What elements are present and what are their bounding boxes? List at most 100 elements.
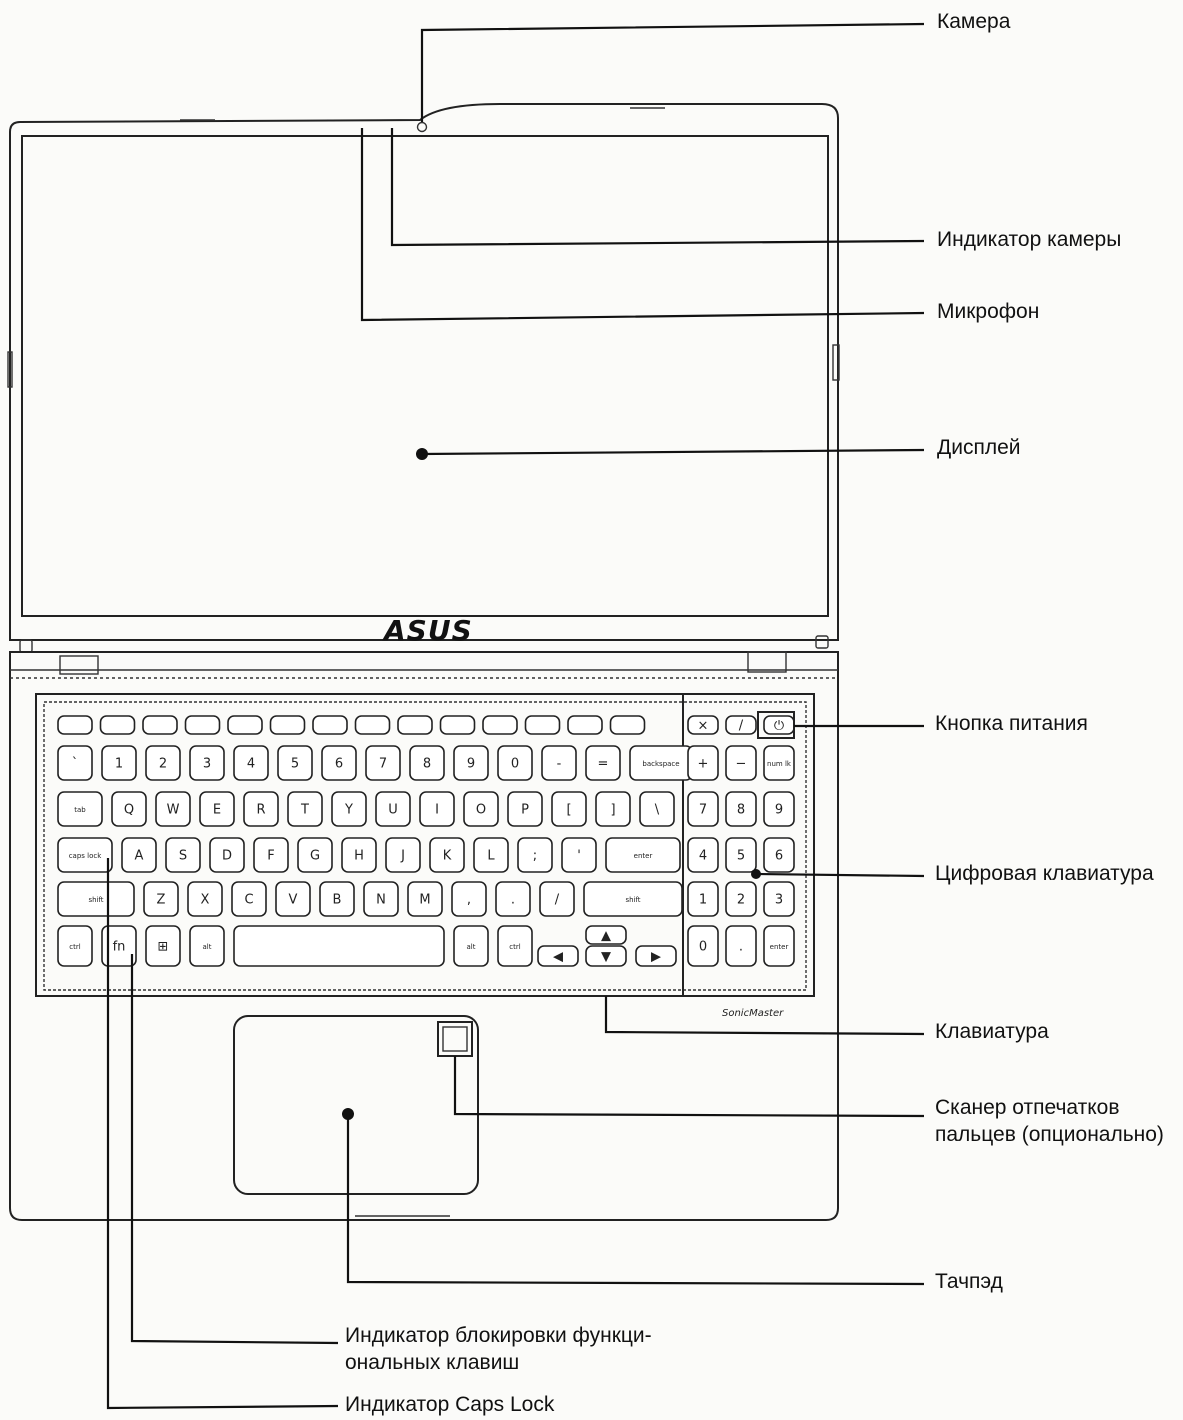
key-num-8[interactable]	[409, 745, 445, 781]
key-home-3-label: D	[222, 849, 232, 864]
numpad-key-0-1[interactable]	[725, 715, 757, 735]
numpad-key-2-2[interactable]	[763, 791, 795, 827]
function-key-13[interactable]	[567, 715, 603, 735]
key-home-0[interactable]	[57, 837, 113, 873]
key-home-7[interactable]	[385, 837, 421, 873]
function-key-12[interactable]	[524, 715, 561, 735]
key-num-5[interactable]	[277, 745, 313, 781]
key-home-2[interactable]	[165, 837, 201, 873]
key-qwerty-11[interactable]	[551, 791, 587, 827]
numpad-key-4-1[interactable]	[725, 881, 757, 917]
label-display: Дисплей	[937, 436, 1021, 459]
key-num-12[interactable]	[585, 745, 621, 781]
key-shift-4[interactable]	[275, 881, 311, 917]
numpad-key-5-2[interactable]	[763, 925, 795, 967]
numpad-key-1-2[interactable]	[763, 745, 795, 781]
key-bottom-2[interactable]	[145, 925, 181, 967]
key-qwerty-7[interactable]	[375, 791, 411, 827]
key-shift-9[interactable]	[495, 881, 531, 917]
key-qwerty-12[interactable]	[595, 791, 631, 827]
numpad-key-0-0[interactable]	[687, 715, 719, 735]
key-num-0[interactable]	[57, 745, 93, 781]
key-bottom-6[interactable]	[497, 925, 533, 967]
numpad-key-5-1[interactable]	[725, 925, 757, 967]
numpad-key-1-1[interactable]	[725, 745, 757, 781]
key-shift-5[interactable]	[319, 881, 355, 917]
key-spacebar[interactable]	[233, 925, 445, 967]
key-bottom-3[interactable]	[189, 925, 225, 967]
key-bottom-1[interactable]	[101, 925, 137, 967]
key-shift-10[interactable]	[539, 881, 575, 917]
key-home-5[interactable]	[297, 837, 333, 873]
key-num-6-label: 6	[335, 757, 343, 772]
function-key-2[interactable]	[99, 715, 136, 735]
key-shift-11[interactable]	[583, 881, 683, 917]
key-bottom-5[interactable]	[453, 925, 489, 967]
key-num-9[interactable]	[453, 745, 489, 781]
key-shift-7[interactable]	[407, 881, 443, 917]
key-qwerty-6[interactable]	[331, 791, 367, 827]
key-arrow-left[interactable]	[537, 945, 579, 967]
numpad-key-2-1[interactable]	[725, 791, 757, 827]
key-qwerty-1[interactable]	[111, 791, 147, 827]
key-shift-6[interactable]	[363, 881, 399, 917]
key-shift-1[interactable]	[143, 881, 179, 917]
key-qwerty-13[interactable]	[639, 791, 675, 827]
key-num-1[interactable]	[101, 745, 137, 781]
key-home-9[interactable]	[473, 837, 509, 873]
key-num-10[interactable]	[497, 745, 533, 781]
numpad-key-4-2[interactable]	[763, 881, 795, 917]
function-key-4[interactable]	[184, 715, 221, 735]
key-num-3[interactable]	[189, 745, 225, 781]
key-num-4[interactable]	[233, 745, 269, 781]
numpad-key-5-0[interactable]	[687, 925, 719, 967]
key-arrow-right[interactable]	[635, 945, 677, 967]
numpad-key-5-2-label: enter	[770, 943, 789, 951]
key-qwerty-10[interactable]	[507, 791, 543, 827]
function-key-1[interactable]	[57, 715, 93, 735]
numpad-key-3-1[interactable]	[725, 837, 757, 873]
key-num-6[interactable]	[321, 745, 357, 781]
key-qwerty-3[interactable]	[199, 791, 235, 827]
key-home-10[interactable]	[517, 837, 553, 873]
function-key-5[interactable]	[227, 715, 263, 735]
key-shift-2[interactable]	[187, 881, 223, 917]
function-key-11[interactable]	[482, 715, 518, 735]
key-num-2[interactable]	[145, 745, 181, 781]
touchpad[interactable]	[233, 1015, 479, 1195]
key-home-4[interactable]	[253, 837, 289, 873]
key-qwerty-5[interactable]	[287, 791, 323, 827]
key-home-3[interactable]	[209, 837, 245, 873]
key-shift-3[interactable]	[231, 881, 267, 917]
key-home-12[interactable]	[605, 837, 681, 873]
key-shift-8[interactable]	[451, 881, 487, 917]
key-qwerty-0[interactable]	[57, 791, 103, 827]
key-qwerty-9[interactable]	[463, 791, 499, 827]
function-key-10[interactable]	[439, 715, 476, 735]
numpad-key-4-0[interactable]	[687, 881, 719, 917]
function-key-14[interactable]	[609, 715, 646, 735]
key-home-1[interactable]	[121, 837, 157, 873]
key-qwerty-2[interactable]	[155, 791, 191, 827]
key-home-8[interactable]	[429, 837, 465, 873]
key-arrow-down[interactable]	[585, 945, 627, 967]
key-home-6[interactable]	[341, 837, 377, 873]
key-home-11[interactable]	[561, 837, 597, 873]
numpad-key-3-0[interactable]	[687, 837, 719, 873]
key-shift-0[interactable]	[57, 881, 135, 917]
function-key-6[interactable]	[269, 715, 306, 735]
key-bottom-0[interactable]	[57, 925, 93, 967]
function-key-3[interactable]	[142, 715, 178, 735]
key-shift-1-label: Z	[157, 893, 166, 908]
numpad-key-2-0[interactable]	[687, 791, 719, 827]
function-key-9[interactable]	[397, 715, 433, 735]
key-qwerty-4[interactable]	[243, 791, 279, 827]
numpad-key-1-0[interactable]	[687, 745, 719, 781]
numpad-key-3-2[interactable]	[763, 837, 795, 873]
function-key-8[interactable]	[354, 715, 391, 735]
key-num-7[interactable]	[365, 745, 401, 781]
key-qwerty-8[interactable]	[419, 791, 455, 827]
key-num-11[interactable]	[541, 745, 577, 781]
function-key-7[interactable]	[312, 715, 348, 735]
key-arrow-up[interactable]	[585, 925, 627, 945]
